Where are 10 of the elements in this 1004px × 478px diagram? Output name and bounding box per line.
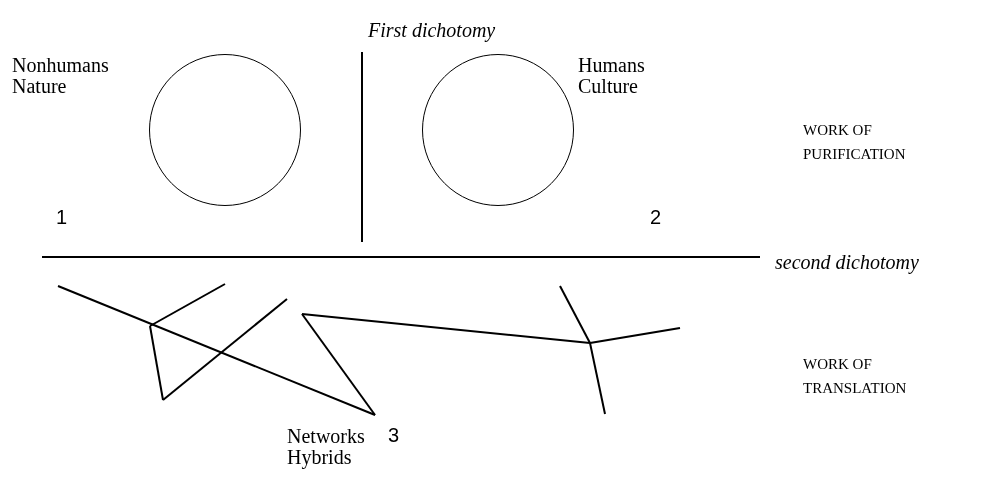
axis-title: First dichotomy [368,20,496,41]
region-number: 3 [388,425,400,446]
category-label: Nonhumans Nature [12,55,110,97]
region-number: 2 [650,207,662,228]
region-number: 1 [56,207,68,228]
category-label: Networks Hybrids [287,426,366,468]
category-label: Humans Culture [578,55,646,97]
region-label: WORK OF PURIFICATION [803,121,907,164]
region-label: WORK OF TRANSLATION [803,355,908,398]
axis-title: second dichotomy [775,252,919,273]
